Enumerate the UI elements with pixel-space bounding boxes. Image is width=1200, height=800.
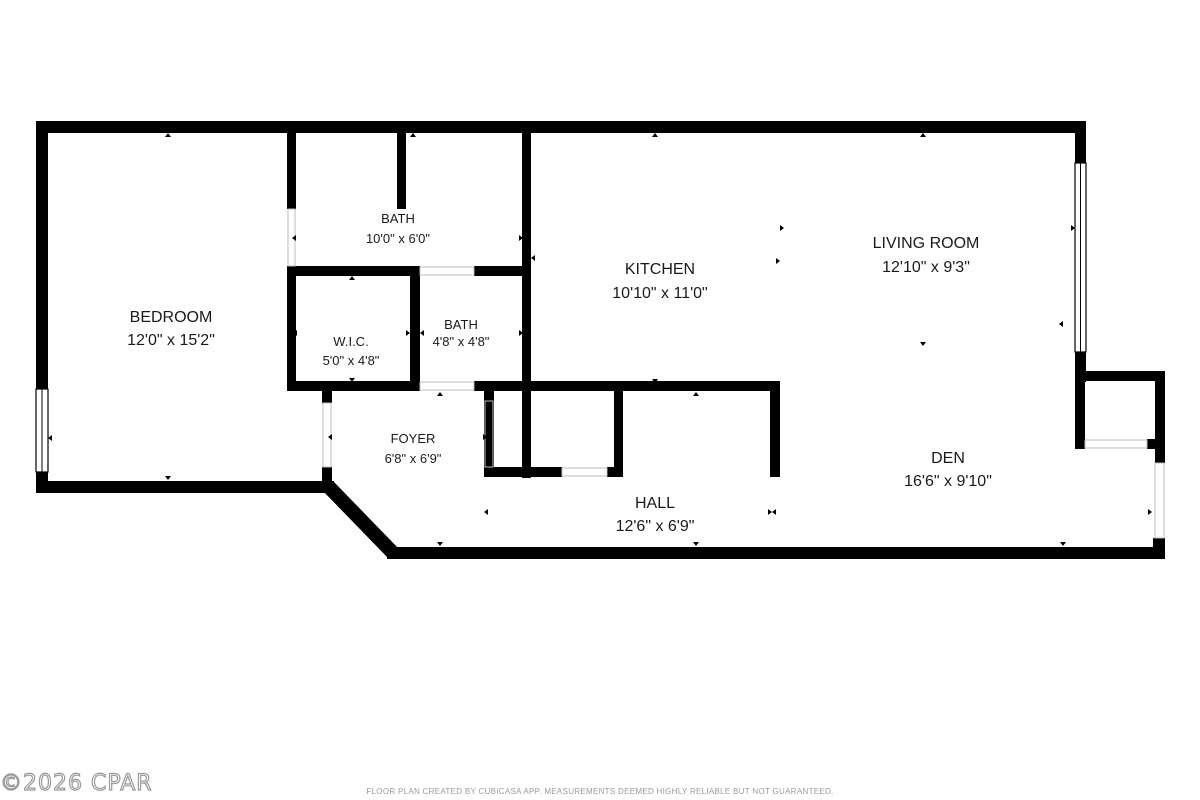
wall-closet-left	[484, 391, 494, 477]
wall-wic-top	[287, 266, 420, 276]
wall-right-mid	[1075, 352, 1086, 382]
kitchen-name: KITCHEN	[625, 261, 695, 278]
wall-bottom	[387, 547, 1165, 559]
wall-bump-right	[1155, 371, 1165, 463]
wall-bedroom-bottom	[36, 481, 334, 493]
wall-bump-bottom-stub	[1147, 439, 1165, 449]
bedroom-size: 12'0" x 15'2"	[127, 332, 215, 349]
wall-right-upper	[1075, 121, 1086, 163]
door-bump	[1084, 439, 1148, 449]
wall-bath-kitchen	[522, 121, 531, 478]
bath2-size: 4'8" x 4'8"	[433, 334, 490, 349]
wall-wic-bottom	[287, 381, 420, 391]
room-labels: BEDROOM 12'0" x 15'2" BATH 10'0" x 6'0" …	[127, 211, 992, 535]
den-name: DEN	[931, 450, 965, 467]
wall-top	[36, 121, 1086, 133]
door-closet	[561, 467, 608, 477]
door-bath2	[419, 266, 475, 276]
wic-size: 5'0" x 4'8"	[323, 353, 380, 368]
wall-closet-bottom	[484, 467, 562, 477]
wall-wic-right	[410, 266, 420, 391]
door-openings	[287, 208, 1165, 539]
wall-foyer-left	[322, 391, 332, 403]
wall-hall-top	[474, 381, 780, 391]
bath1-size: 10'0" x 6'0"	[366, 231, 430, 246]
bath2-name: BATH	[444, 317, 478, 332]
door-foyer-left	[322, 402, 332, 468]
wic-name: W.I.C.	[333, 334, 368, 349]
bedroom-name: BEDROOM	[130, 309, 213, 326]
wall-entry-diagonal	[322, 482, 400, 558]
door-den-right	[1154, 462, 1165, 539]
foyer-name: FOYER	[391, 431, 436, 446]
wall-bedroom-bath	[287, 121, 296, 209]
door-bath2-bottom	[419, 381, 475, 391]
wall-bedroom-wic	[287, 266, 296, 391]
wall-hall-right	[770, 381, 780, 477]
wall-closet-right	[614, 391, 623, 477]
hall-name: HALL	[635, 495, 675, 512]
living-room-name: LIVING ROOM	[873, 235, 980, 252]
wall-bump-top	[1075, 371, 1165, 381]
hall-size: 12'6" x 6'9"	[616, 518, 695, 535]
kitchen-size: 10'10" x 11'0"	[612, 285, 707, 302]
foyer-size: 6'8" x 6'9"	[385, 451, 442, 466]
walls	[36, 121, 1165, 559]
wall-bump-left	[1075, 371, 1085, 449]
wall-foyer-left-lower	[322, 467, 332, 493]
wall-bath-stub	[397, 121, 406, 209]
wall-bath2-top-stub	[474, 266, 531, 276]
wall-left-upper	[36, 121, 48, 389]
den-size: 16'6" x 9'10"	[904, 473, 992, 490]
living-room-size: 12'10" x 9'3"	[882, 259, 970, 276]
windows	[35, 162, 1087, 473]
floor-plan-credit: FLOOR PLAN CREATED BY CUBICASA APP. MEAS…	[366, 787, 833, 796]
copyright-watermark: ©2026 CPAR	[0, 771, 153, 796]
dimension-markers	[48, 133, 1152, 546]
door-closet-left	[484, 400, 494, 468]
bath1-name: BATH	[381, 211, 415, 226]
